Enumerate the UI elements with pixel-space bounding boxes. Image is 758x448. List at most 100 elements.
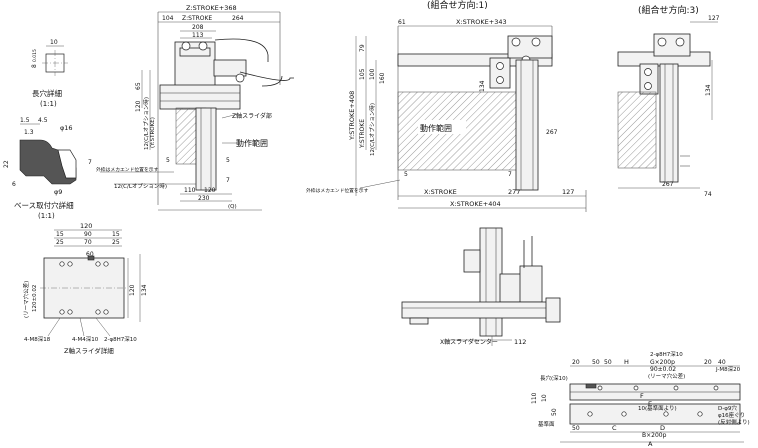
- dim-x-stroke404: X:STROKE+404: [450, 200, 501, 208]
- label-base-m8: J-M8深20: [715, 365, 741, 373]
- dim-112: 112: [514, 338, 526, 346]
- dim-y-stroke: Y:STROKE: [359, 119, 366, 149]
- dim-base-a: A: [648, 440, 653, 448]
- dim-q: (Q): [228, 204, 237, 210]
- dim-208: 208: [192, 24, 204, 31]
- label-zs-pin: 2-φ8H7深10: [104, 335, 137, 343]
- dim-134-mid: 134: [479, 80, 486, 92]
- label-base-hole-b: φ16座ぐり: [718, 411, 745, 419]
- dim-120: 120: [135, 100, 142, 112]
- label-x-slider-center: X軸スライダセンター: [440, 338, 498, 346]
- label-base-detail: ベース取付穴詳細: [14, 200, 74, 210]
- dim-base-7: 7: [88, 159, 92, 166]
- slot-hole-detail: 10 8 0.015 長穴詳細 (1:1): [31, 39, 68, 108]
- dim-base-50d: 50: [572, 425, 580, 432]
- right-view: 127 134 267 74: [617, 15, 720, 198]
- dim-base-phi9: φ9: [54, 188, 62, 196]
- label-z-slider-detail: Z軸スライダ詳細: [64, 346, 114, 355]
- dim-79: 79: [359, 44, 366, 52]
- label-base-hole-c: (反対側より): [718, 418, 750, 426]
- dim-zs-120v: 120: [129, 284, 136, 296]
- dim-113: 113: [192, 32, 204, 39]
- dim-74: 74: [704, 191, 712, 198]
- label-zs-m4: 4-M4深10: [72, 335, 99, 343]
- dim-277: 277: [508, 188, 520, 196]
- dim-base-50c: 50: [551, 408, 558, 416]
- dim-105: 105: [359, 68, 366, 80]
- label-zs-tol: 120±0.02: [32, 285, 38, 312]
- dim-hole-tol: 0.015: [32, 49, 38, 62]
- label-base-scale: (1:1): [38, 212, 55, 220]
- label-zs-m8: 4-M8深18: [24, 335, 51, 343]
- dim-base-phi16: φ16: [60, 124, 73, 132]
- dim-267-mid: 267: [546, 129, 558, 136]
- label-y-stroke-left: (Y:STROKE): [150, 117, 156, 148]
- label-base-ref-face: 基準面: [538, 420, 555, 428]
- label-base-hole-a: D-φ9穴: [718, 404, 737, 412]
- dim-61: 61: [398, 19, 406, 26]
- dim-5b: 5: [226, 157, 230, 164]
- label-range-left: 動作範囲: [236, 138, 268, 148]
- dim-base-50b: 50: [604, 359, 612, 366]
- dim-y-stroke408: Y:STROKE+408: [348, 91, 356, 141]
- dim-zs-60: 60: [86, 251, 94, 258]
- label-base-ref10: 10(基準面より): [638, 404, 677, 412]
- label-end-note-left: 外枠はメカエンド位置を示す: [96, 166, 159, 173]
- label-zs-ream: (リーマ穴公差): [22, 281, 30, 318]
- dim-x-stroke: X:STROKE: [424, 188, 457, 196]
- label-base-pin: 2-φ8H7深10: [650, 350, 683, 358]
- dim-base-110: 110: [531, 392, 538, 404]
- dim-base-90: 90±0.02: [650, 366, 676, 373]
- dim-7-left: 7: [226, 177, 230, 184]
- dim-zs-25b: 25: [112, 239, 120, 246]
- label-end-note-mid: 外枠はメカエンド位置を示す: [306, 187, 369, 194]
- dim-base-c: C: [612, 424, 617, 432]
- dim-127-right: 127: [708, 15, 720, 22]
- dim-base-1-5: 1.5: [20, 117, 30, 124]
- dim-267-right: 267: [662, 181, 674, 188]
- dim-134-right: 134: [705, 84, 712, 96]
- dim-264: 264: [232, 15, 244, 22]
- dim-base-h: H: [624, 358, 629, 366]
- dim-zs-120: 120: [80, 222, 92, 230]
- dim-base-20b: 20: [704, 359, 712, 366]
- dim-z-stroke368: Z:STROKE+368: [186, 4, 237, 12]
- combo3-heading: (組合せ方向:3): [638, 4, 699, 16]
- base-hole-detail: 1.5 4.5 1.3 φ16 22 6 7 φ9 ベース取付穴詳細 (1:1): [3, 117, 92, 220]
- dim-base-d: D: [660, 424, 665, 432]
- label-z-slider-part: Z軸スライダ部: [232, 112, 272, 120]
- dim-7-mid: 7: [508, 171, 512, 178]
- dim-100: 100: [369, 68, 376, 80]
- dim-104: 104: [162, 15, 174, 22]
- label-hole-scale: (1:1): [40, 100, 57, 108]
- label-c-option-bottom: 12(C/Lオプション時): [114, 182, 167, 190]
- dim-230: 230: [198, 195, 210, 202]
- dim-base-6: 6: [12, 181, 16, 188]
- label-c-option-mid: 12(C/Lオプション時): [368, 103, 376, 156]
- dim-zs-15a: 15: [56, 231, 64, 238]
- dim-zs-25a: 25: [56, 239, 64, 246]
- z-slider-detail: 120 15 90 15 25 70 25 60 (リーマ穴公差) 120±0.…: [22, 222, 148, 355]
- label-base-ream: (リーマ穴公差): [648, 372, 685, 380]
- dim-z-stroke: Z:STROKE: [182, 15, 212, 22]
- dim-zs-15b: 15: [112, 231, 120, 238]
- dim-5-mid: 5: [404, 171, 408, 178]
- dim-base-f: F: [640, 392, 644, 400]
- dim-base-b: B×200p: [642, 432, 667, 439]
- dim-base-20: 20: [572, 359, 580, 366]
- dim-base-e: E: [648, 400, 652, 408]
- dim-120b: 120: [204, 187, 216, 194]
- label-hole-detail: 長穴詳細: [32, 88, 62, 98]
- dim-base-1-3: 1.3: [24, 129, 34, 136]
- dim-base-10: 10: [541, 394, 548, 402]
- dim-x-stroke343: X:STROKE+343: [456, 18, 507, 26]
- combo1-heading: (組合せ方向:1): [427, 0, 488, 11]
- left-side-view: Z:STROKE+368 104 Z:STROKE 264 208 113 65…: [96, 4, 294, 211]
- base-view: 20 50 50 H G×200p 90±0.02 (リーマ穴公差) 20 40…: [531, 350, 750, 448]
- dim-zs-90: 90: [84, 231, 92, 238]
- dim-zs-134v: 134: [141, 284, 148, 296]
- dim-110: 110: [184, 187, 196, 194]
- dim-base-g: G×200p: [650, 359, 675, 366]
- label-base-slot: 長穴(深10): [540, 374, 568, 382]
